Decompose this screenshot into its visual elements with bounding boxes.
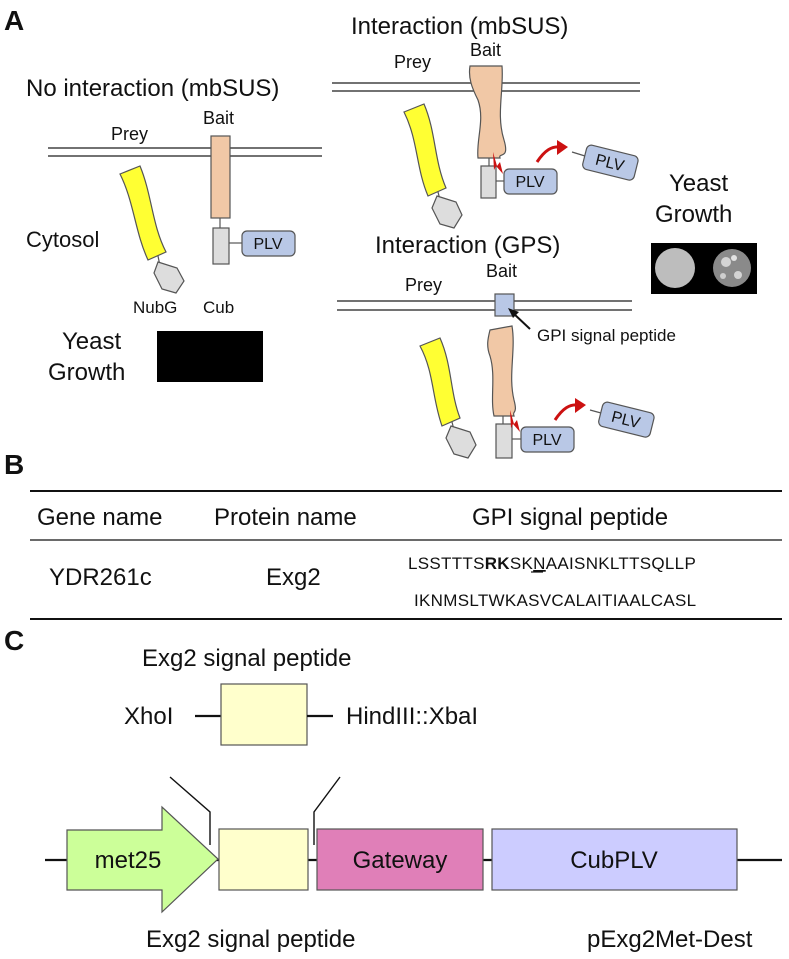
nubg-label: NubG	[133, 298, 177, 317]
cub-shape	[480, 165, 497, 199]
cub-shape	[212, 227, 230, 265]
signal-peptide-segment	[218, 828, 309, 891]
cleavage-mark	[493, 152, 503, 174]
interaction-mbsus-diagram: Interaction (mbSUS) Prey Bait PLV PLV Ye…	[332, 13, 757, 294]
bait-label: Bait	[203, 108, 234, 128]
release-arrow-head	[575, 398, 586, 413]
prey-label: Prey	[405, 275, 442, 295]
vector-map: Exg2 signal peptide XhoI HindIII::XbaI m…	[45, 645, 782, 953]
prey-protein-shape	[403, 103, 447, 197]
no-interaction-title: No interaction (mbSUS)	[26, 75, 279, 102]
no-interaction-diagram: No interaction (mbSUS) Prey Bait PLV Cyt…	[26, 75, 322, 386]
interaction-gps-title: Interaction (GPS)	[375, 232, 560, 259]
zoom-line-left	[169, 776, 211, 845]
yeast-colony-dilute	[713, 249, 751, 287]
gateway-segment	[316, 828, 484, 891]
hindiii-xbai-label: HindIII::XbaI	[346, 703, 478, 730]
plv-shape	[520, 426, 575, 453]
table-cell-gene: YDR261c	[49, 564, 152, 591]
nubg-shape	[431, 195, 463, 229]
yeast-growth-line1: Yeast	[669, 170, 729, 197]
gpi-pointer-arrow	[512, 312, 531, 330]
cubplv-segment	[491, 828, 738, 891]
yeast-growth-line1: Yeast	[62, 328, 122, 355]
plv-shape	[241, 230, 296, 257]
top-signal-peptide-label: Exg2 signal peptide	[142, 645, 351, 672]
released-plv-shape	[582, 144, 639, 181]
table-header-gene: Gene name	[37, 504, 162, 531]
table-header-protein: Protein name	[214, 504, 357, 531]
table-cell-sequence-line1: LSSTTTSRKSKNAAISNKLTTSQLLP	[408, 554, 696, 573]
colony-speck	[721, 257, 731, 267]
prey-label: Prey	[111, 124, 148, 144]
signal-peptide-insert	[220, 683, 308, 746]
yeast-growth-line2: Growth	[655, 201, 732, 228]
colony-speck	[734, 271, 742, 279]
interaction-gps-diagram: Interaction (GPS) Prey Bait GPI signal p…	[337, 232, 676, 459]
bait-protein-shape	[210, 135, 231, 219]
release-arrow	[553, 403, 579, 421]
bait-protein-shape	[487, 325, 517, 417]
panel-a-letter: A	[4, 5, 24, 36]
colony-speck	[731, 255, 737, 261]
panel-c-letter: C	[4, 625, 24, 656]
colony-speck	[720, 273, 726, 279]
cytosol-label: Cytosol	[26, 227, 99, 252]
table-cell-protein: Exg2	[266, 564, 321, 591]
gpi-pointer-head	[508, 308, 519, 318]
cub-shape	[495, 423, 513, 459]
plv-label: PLV	[253, 236, 282, 253]
met25-promoter-arrow	[66, 805, 219, 914]
vector-name-label: pExg2Met-Dest	[587, 926, 753, 953]
nubg-shape	[153, 261, 185, 294]
panel-b-letter: B	[4, 449, 24, 480]
release-arrow	[535, 145, 561, 163]
bottom-signal-peptide-label: Exg2 signal peptide	[146, 926, 355, 953]
released-plv-shape	[598, 401, 655, 438]
released-plv-linker	[589, 409, 602, 414]
gpi-table: Gene name Protein name GPI signal peptid…	[30, 490, 782, 620]
bait-label: Bait	[486, 261, 517, 281]
nubg-shape	[445, 425, 477, 459]
yeast-growth-line2: Growth	[48, 359, 125, 386]
plv-label: PLV	[515, 174, 544, 191]
no-growth-plate-image	[157, 331, 263, 382]
cub-label: Cub	[203, 298, 234, 317]
cleavage-mark	[510, 410, 520, 432]
met25-label: met25	[95, 847, 162, 874]
zoom-line-right	[313, 776, 341, 845]
released-plv-label: PLV	[593, 152, 626, 176]
bait-protein-shape	[468, 65, 507, 159]
interaction-mbsus-title: Interaction (mbSUS)	[351, 13, 568, 40]
bait-label: Bait	[470, 40, 501, 60]
released-plv-label: PLV	[609, 409, 642, 433]
table-cell-sequence-line2: IKNMSLTWKASVCALAITIAALCASL	[414, 591, 696, 610]
plv-label: PLV	[532, 432, 561, 449]
plv-shape	[503, 168, 558, 195]
gpi-label: GPI signal peptide	[537, 326, 676, 345]
prey-label: Prey	[394, 52, 431, 72]
table-header-gpi: GPI signal peptide	[472, 504, 668, 531]
prey-protein-shape	[419, 337, 461, 427]
xhoi-label: XhoI	[124, 703, 173, 730]
prey-protein-shape	[119, 165, 167, 261]
released-plv-linker	[571, 151, 586, 157]
release-arrow-head	[557, 140, 568, 155]
yeast-colony-dense	[655, 248, 695, 288]
cubplv-label: CubPLV	[570, 847, 658, 874]
gateway-label: Gateway	[353, 847, 448, 874]
